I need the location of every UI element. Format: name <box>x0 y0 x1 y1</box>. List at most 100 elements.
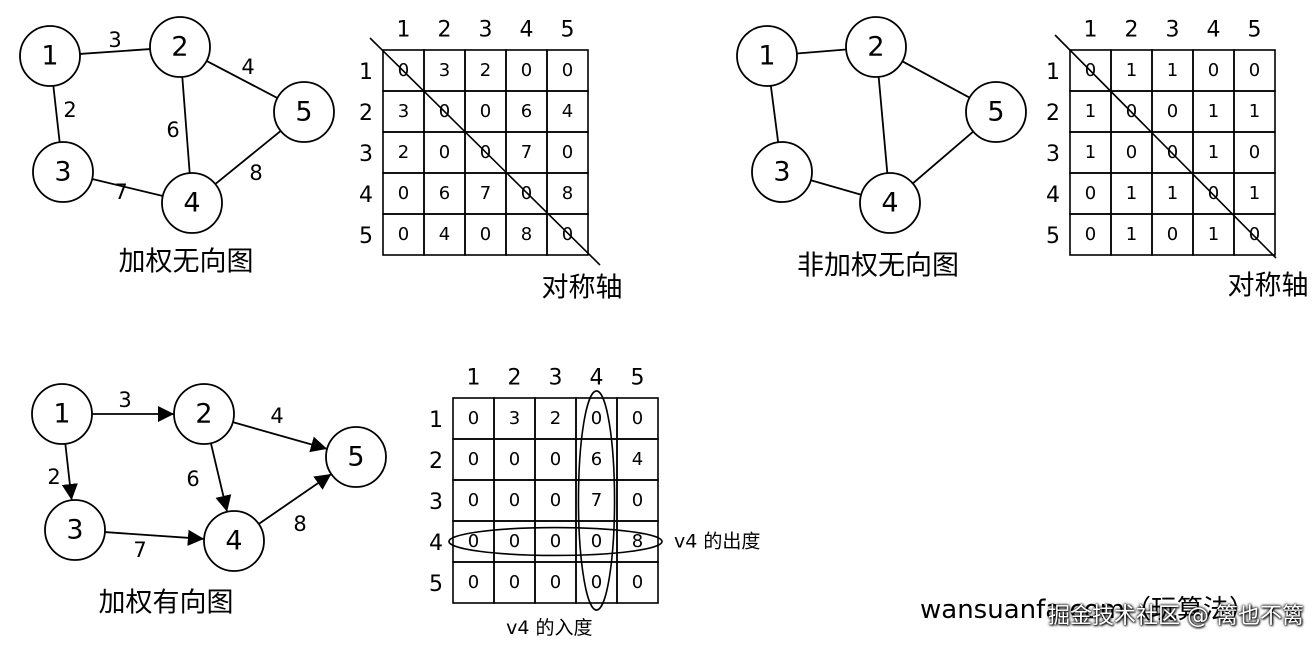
graph-node <box>273 81 335 143</box>
graph-node <box>32 141 94 203</box>
matrix-cell: 0 <box>550 531 561 552</box>
graph-edge <box>258 473 332 525</box>
matrix-cell: 7 <box>591 490 602 511</box>
graph-node-label: 5 <box>347 442 364 473</box>
edge-weight-label: 6 <box>166 118 179 142</box>
matrix-cell: 0 <box>468 531 479 552</box>
matrix-cell: 0 <box>1208 183 1219 204</box>
matrix-col-header: 1 <box>1084 18 1098 43</box>
matrix-cell: 0 <box>632 490 643 511</box>
matrix-cell: 0 <box>632 572 643 593</box>
matrix-row-header: 4 <box>359 183 373 208</box>
matrix-cell: 1 <box>1208 101 1219 122</box>
edge-weight-label: 8 <box>293 512 306 536</box>
matrix-row-header: 2 <box>359 101 373 126</box>
matrix-cell: 2 <box>398 142 409 163</box>
matrix-cell: 0 <box>591 531 602 552</box>
out-degree-label: v4 的出度 <box>674 531 760 553</box>
in-degree-label: v4 的入度 <box>506 617 592 639</box>
matrix-cell-border <box>616 561 659 604</box>
matrix-cell: 4 <box>439 224 450 245</box>
matrix-cell: 1 <box>1167 183 1178 204</box>
graph-edge <box>214 130 282 185</box>
matrix-cell-border <box>1233 213 1276 256</box>
matrix-row-header: 5 <box>359 224 373 249</box>
edge-weight-label: 2 <box>63 98 76 122</box>
matrix-cell: 0 <box>398 224 409 245</box>
edge-weight-label: 8 <box>249 161 262 185</box>
matrix-cell: 0 <box>1208 60 1219 81</box>
matrix-col-header: 3 <box>549 366 563 391</box>
matrix-cell: 0 <box>509 490 520 511</box>
matrix-col-header: 2 <box>1125 18 1139 43</box>
graph-edge <box>912 130 974 185</box>
matrix-row-header: 1 <box>429 408 443 433</box>
matrix-col-header: 3 <box>479 18 493 43</box>
matrix-cell: 1 <box>1085 101 1096 122</box>
matrix-col-header: 2 <box>438 18 452 43</box>
matrix-cell: 0 <box>550 449 561 470</box>
graph-node-label: 2 <box>195 399 212 430</box>
unweighted-undirected-adjacency-matrix: 12345123450110010011100100110101010对称轴 <box>1046 18 1309 302</box>
matrix-cell: 6 <box>521 101 532 122</box>
matrix-cell: 1 <box>1167 60 1178 81</box>
graph-node-label: 5 <box>987 97 1004 128</box>
matrix-cell: 0 <box>1249 142 1260 163</box>
in-degree-ellipse <box>577 390 616 611</box>
matrix-cell: 0 <box>562 142 573 163</box>
matrix-row-header: 3 <box>429 490 443 515</box>
matrix-cell: 8 <box>562 183 573 204</box>
graph-node <box>859 172 921 234</box>
graph-node <box>845 16 907 78</box>
matrix-row-header: 1 <box>359 60 373 85</box>
matrix-col-header: 3 <box>1166 18 1180 43</box>
edge-weight-label: 4 <box>241 55 254 79</box>
matrix-col-header: 1 <box>467 366 481 391</box>
matrix-cell: 0 <box>480 224 491 245</box>
matrix-cell: 3 <box>439 60 450 81</box>
matrix-row-header: 3 <box>359 142 373 167</box>
graph-node <box>965 81 1027 143</box>
symmetry-axis-line <box>369 37 601 266</box>
matrix-cell: 6 <box>439 183 450 204</box>
watermark: 掘金技术社区 @ 篱也不篱 <box>1048 604 1304 629</box>
matrix-cell-border <box>546 213 589 256</box>
graph-node <box>44 499 106 561</box>
matrix-cell: 0 <box>509 572 520 593</box>
graph-node <box>325 426 387 488</box>
matrix-cell: 0 <box>1085 183 1096 204</box>
graph-edge <box>901 60 971 99</box>
edge-weight-label: 3 <box>118 388 131 412</box>
matrix-col-header: 5 <box>1248 18 1262 43</box>
matrix-col-header: 4 <box>1207 18 1221 43</box>
matrix-row-header: 4 <box>429 531 443 556</box>
matrix-cell: 1 <box>1249 183 1260 204</box>
symmetry-axis-label: 对称轴 <box>1228 271 1309 302</box>
matrix-cell: 0 <box>398 183 409 204</box>
matrix-cell: 0 <box>468 408 479 429</box>
matrix-col-header: 4 <box>520 18 534 43</box>
symmetry-axis-label: 对称轴 <box>542 273 623 304</box>
matrix-cell: 0 <box>439 142 450 163</box>
matrix-cell: 0 <box>591 408 602 429</box>
matrix-cell: 7 <box>480 183 491 204</box>
matrix-row-header: 1 <box>1046 60 1060 85</box>
graph-edge <box>206 60 278 99</box>
matrix-col-header: 4 <box>590 366 604 391</box>
matrix-cell: 8 <box>632 531 643 552</box>
matrix-col-header: 1 <box>397 18 411 43</box>
matrix-cell: 0 <box>550 572 561 593</box>
graph-edge <box>769 85 780 143</box>
symmetry-axis-line <box>1054 34 1277 259</box>
graph-edge <box>210 442 232 513</box>
matrix-col-header: 5 <box>561 18 575 43</box>
matrix-col-header: 2 <box>508 366 522 391</box>
matrix-cell: 0 <box>1249 60 1260 81</box>
matrix-cell: 0 <box>562 224 573 245</box>
matrix-cell: 1 <box>1085 142 1096 163</box>
matrix-cell: 0 <box>632 408 643 429</box>
matrix-cell: 0 <box>468 490 479 511</box>
edge-weight-label: 7 <box>114 180 127 204</box>
